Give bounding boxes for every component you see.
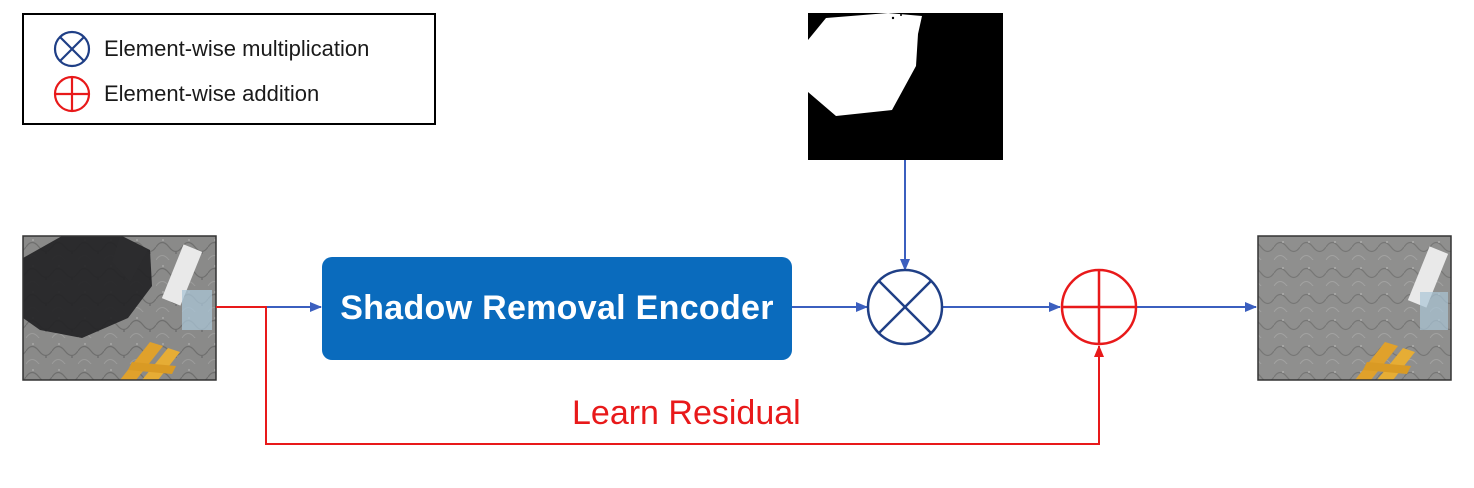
learn-residual-label: Learn Residual <box>572 394 801 432</box>
legend-item-multiplication: Element-wise multiplication <box>52 30 370 68</box>
residual-connection <box>216 306 1104 445</box>
output-image <box>1258 236 1451 380</box>
legend-label-multiplication: Element-wise multiplication <box>104 36 370 61</box>
legend-label-addition: Element-wise addition <box>104 81 320 106</box>
mask-shadow-area <box>808 13 922 116</box>
legend-item-addition: Element-wise addition <box>52 75 320 113</box>
multiplication-operator-icon <box>866 268 944 346</box>
addition-operator-icon <box>1060 268 1138 346</box>
addition-icon <box>53 75 91 113</box>
input-image <box>23 236 216 380</box>
shadow-removal-encoder-block: Shadow Removal Encoder <box>322 257 792 360</box>
multiplication-icon <box>53 30 91 68</box>
mask-image <box>808 13 1003 160</box>
legend: Element-wise multiplication Element-wise… <box>22 13 436 125</box>
